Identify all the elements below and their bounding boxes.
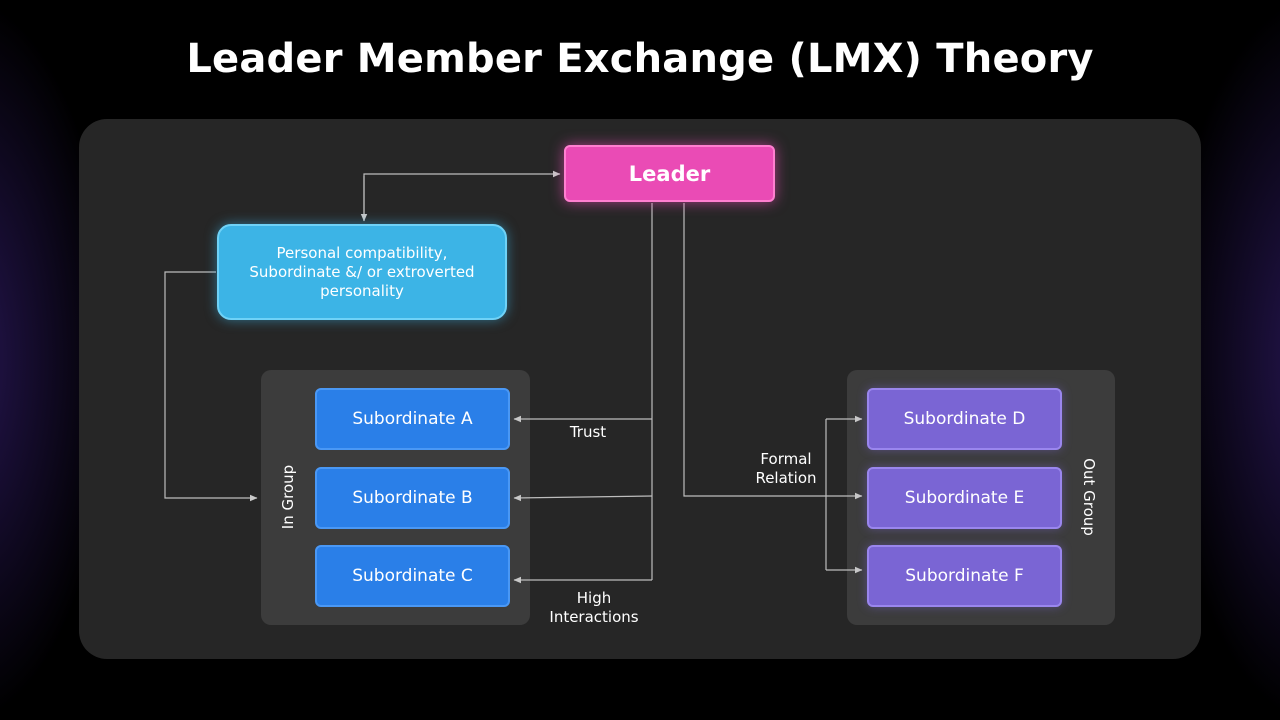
subordinate-e-node: Subordinate E: [867, 467, 1062, 529]
formal-relation-label: Formal Relation: [736, 450, 836, 488]
high-interactions-line1: High: [576, 589, 612, 607]
compatibility-node: Personal compatibility, Subordinate &/ o…: [217, 224, 507, 320]
subordinate-d-node: Subordinate D: [867, 388, 1062, 450]
trust-label: Trust: [569, 423, 607, 441]
high-interactions-line2: Interactions: [549, 608, 639, 626]
subordinate-c-node: Subordinate C: [315, 545, 510, 607]
formal-relation-line2: Relation: [755, 469, 817, 487]
formal-relation-line1: Formal: [760, 450, 812, 468]
high-interactions-label: High Interactions: [534, 589, 654, 627]
subordinate-f-node: Subordinate F: [867, 545, 1062, 607]
subordinate-a-node: Subordinate A: [315, 388, 510, 450]
leader-node: Leader: [564, 145, 775, 202]
slide-title: Leader Member Exchange (LMX) Theory: [186, 36, 1094, 82]
out-group-label: Out Group: [1080, 458, 1098, 536]
in-group-label: In Group: [279, 464, 297, 530]
subordinate-b-node: Subordinate B: [315, 467, 510, 529]
